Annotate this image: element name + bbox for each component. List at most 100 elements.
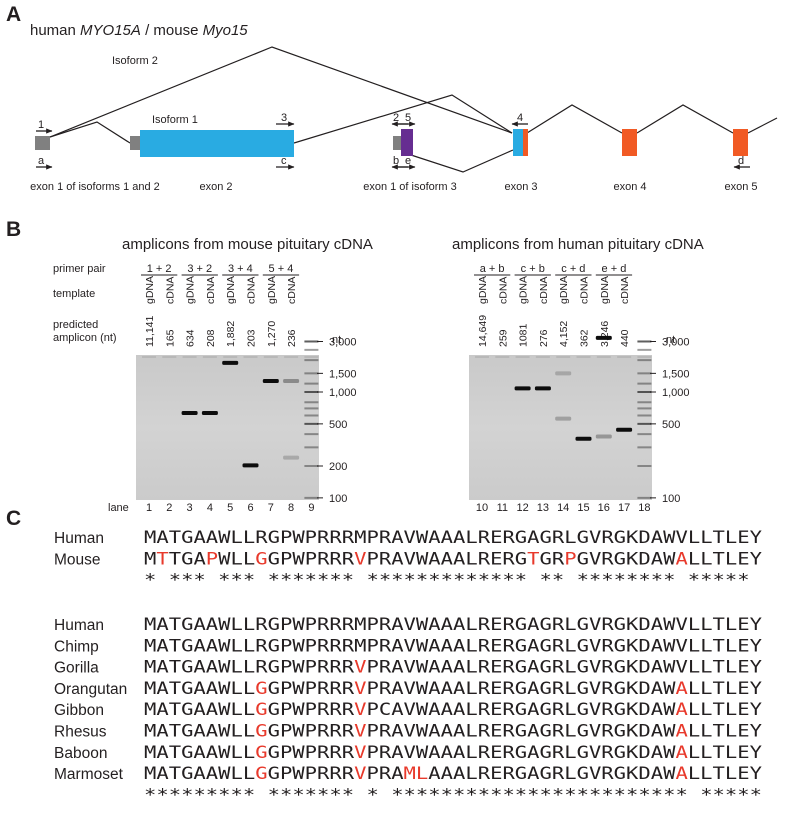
gel-well [304, 356, 319, 358]
ladder-size-label: 3,000 [329, 336, 357, 348]
panel-a-letter: A [6, 3, 21, 26]
ladder-band [637, 359, 652, 362]
lane-number: 12 [516, 502, 528, 514]
primer-pair-label: c + d [561, 263, 585, 275]
primer-arrows [36, 121, 750, 170]
gel-band [262, 379, 279, 384]
predicted-amplicon-label: 3,246 [599, 321, 611, 347]
predicted-amplicon-label: 1081 [518, 323, 530, 347]
exon-label-5: exon 5 [724, 181, 757, 193]
primer-3-label: 3 [281, 112, 287, 124]
ladder-band [637, 422, 652, 425]
primer-a-label: a [38, 155, 45, 167]
lane-number: 10 [476, 502, 488, 514]
predicted-amplicon-label: 276 [538, 329, 550, 347]
primer-2-label: 2 [393, 112, 399, 124]
sequence-row: MATGAAWLLRGPWPRRRMPRAVWAAALRERGAGRLGVRGK… [144, 636, 762, 655]
exon4-exon5-splice-line [636, 104, 734, 134]
gel-band [534, 386, 551, 391]
isoform-3-splice-line [410, 149, 514, 173]
predicted-amplicon-label: 11,141 [144, 316, 156, 347]
gel-band [283, 455, 300, 460]
primer-pair-label: 1 + 2 [147, 263, 172, 275]
exon1-isoforms-1-2 [35, 136, 50, 150]
ladder-band [637, 414, 652, 417]
human-gel-image [469, 355, 652, 500]
sequence-row: MATGAAWLLRGPWPRRRMPRAVWAAALRERGAGRLGVRGK… [144, 528, 762, 547]
predicted-row-label-2: amplicon (nt) [53, 332, 117, 344]
ladder-band [304, 401, 319, 404]
nt-unit-label: nt [332, 334, 341, 346]
alignment-human-mouse: Human MATGAAWLLRGPWPRRRMPRAVWAAALRERGAGRL… [54, 528, 762, 590]
template-label: gDNA [599, 276, 611, 304]
primer-1-label: 1 [38, 119, 44, 131]
ladder-size-label: 1,500 [329, 368, 357, 380]
nt-unit-label: nt [666, 334, 675, 346]
template-label: gDNA [477, 276, 489, 304]
primer-d-label: d [738, 155, 744, 167]
primer-pair-label: 3 + 2 [187, 263, 212, 275]
ladder-band [304, 391, 319, 393]
ladder-band [304, 407, 319, 410]
splice-lines [49, 46, 778, 173]
exon3-utr [513, 129, 523, 156]
predicted-amplicon-label: 634 [185, 329, 197, 347]
primer-5-label: 5 [405, 112, 411, 124]
template-label: cDNA [579, 277, 591, 304]
ladder-band [304, 372, 319, 375]
gel-well [284, 356, 299, 358]
exon3-coding [523, 129, 528, 156]
species-label: Rhesus [54, 724, 107, 741]
lane-number: 1 [146, 502, 152, 514]
predicted-amplicon-label: 1,270 [266, 321, 278, 347]
gel-band [555, 371, 572, 376]
lane-number: 3 [187, 502, 193, 514]
ladder-size-label: 1,000 [662, 387, 690, 399]
template-label: gDNA [518, 276, 530, 304]
ladder-band [637, 348, 652, 351]
predicted-amplicon-label: 236 [286, 329, 298, 347]
ladder-band [637, 391, 652, 393]
gel-well [263, 356, 278, 358]
exon1-isoform-3 [401, 129, 413, 156]
ladder-band [637, 496, 652, 499]
lane-number: 14 [557, 502, 569, 514]
predicted-amplicon-label: 259 [497, 329, 509, 347]
primer-pair-label: 5 + 4 [269, 263, 294, 275]
gel-well [223, 356, 238, 358]
predicted-row-label-1: predicted [53, 319, 98, 331]
predicted-amplicon-label: 440 [619, 329, 631, 347]
template-label: cDNA [205, 277, 217, 304]
gel-band [181, 410, 198, 415]
species-label: Human [54, 530, 104, 547]
ladder-band [637, 340, 652, 343]
ladder-size-label: 100 [662, 493, 680, 505]
gel-band [595, 434, 612, 439]
ladder-size-label: 3,000 [662, 336, 690, 348]
gel-band [616, 427, 633, 432]
primer-pair-label: e + d [602, 263, 627, 275]
gel-band [514, 386, 531, 391]
gel-band [222, 360, 239, 365]
ladder-band [304, 340, 319, 343]
exon3-exon4-splice-line [526, 104, 623, 134]
gel-well [182, 356, 197, 358]
template-label: cDNA [538, 277, 550, 304]
consensus-row: ********* ******* * ********************… [144, 785, 762, 804]
template-label: cDNA [619, 277, 631, 304]
ladder-band [304, 446, 319, 449]
isoform-1-label: Isoform 1 [152, 114, 198, 126]
exon-labels: exon 1 of isoforms 1 and 2 exon 2 exon 1… [30, 181, 757, 193]
gel-well [617, 356, 632, 358]
species-label: Chimp [54, 638, 99, 655]
exon-label-3: exon 3 [504, 181, 537, 193]
predicted-amplicon-label: 1,882 [225, 321, 237, 347]
